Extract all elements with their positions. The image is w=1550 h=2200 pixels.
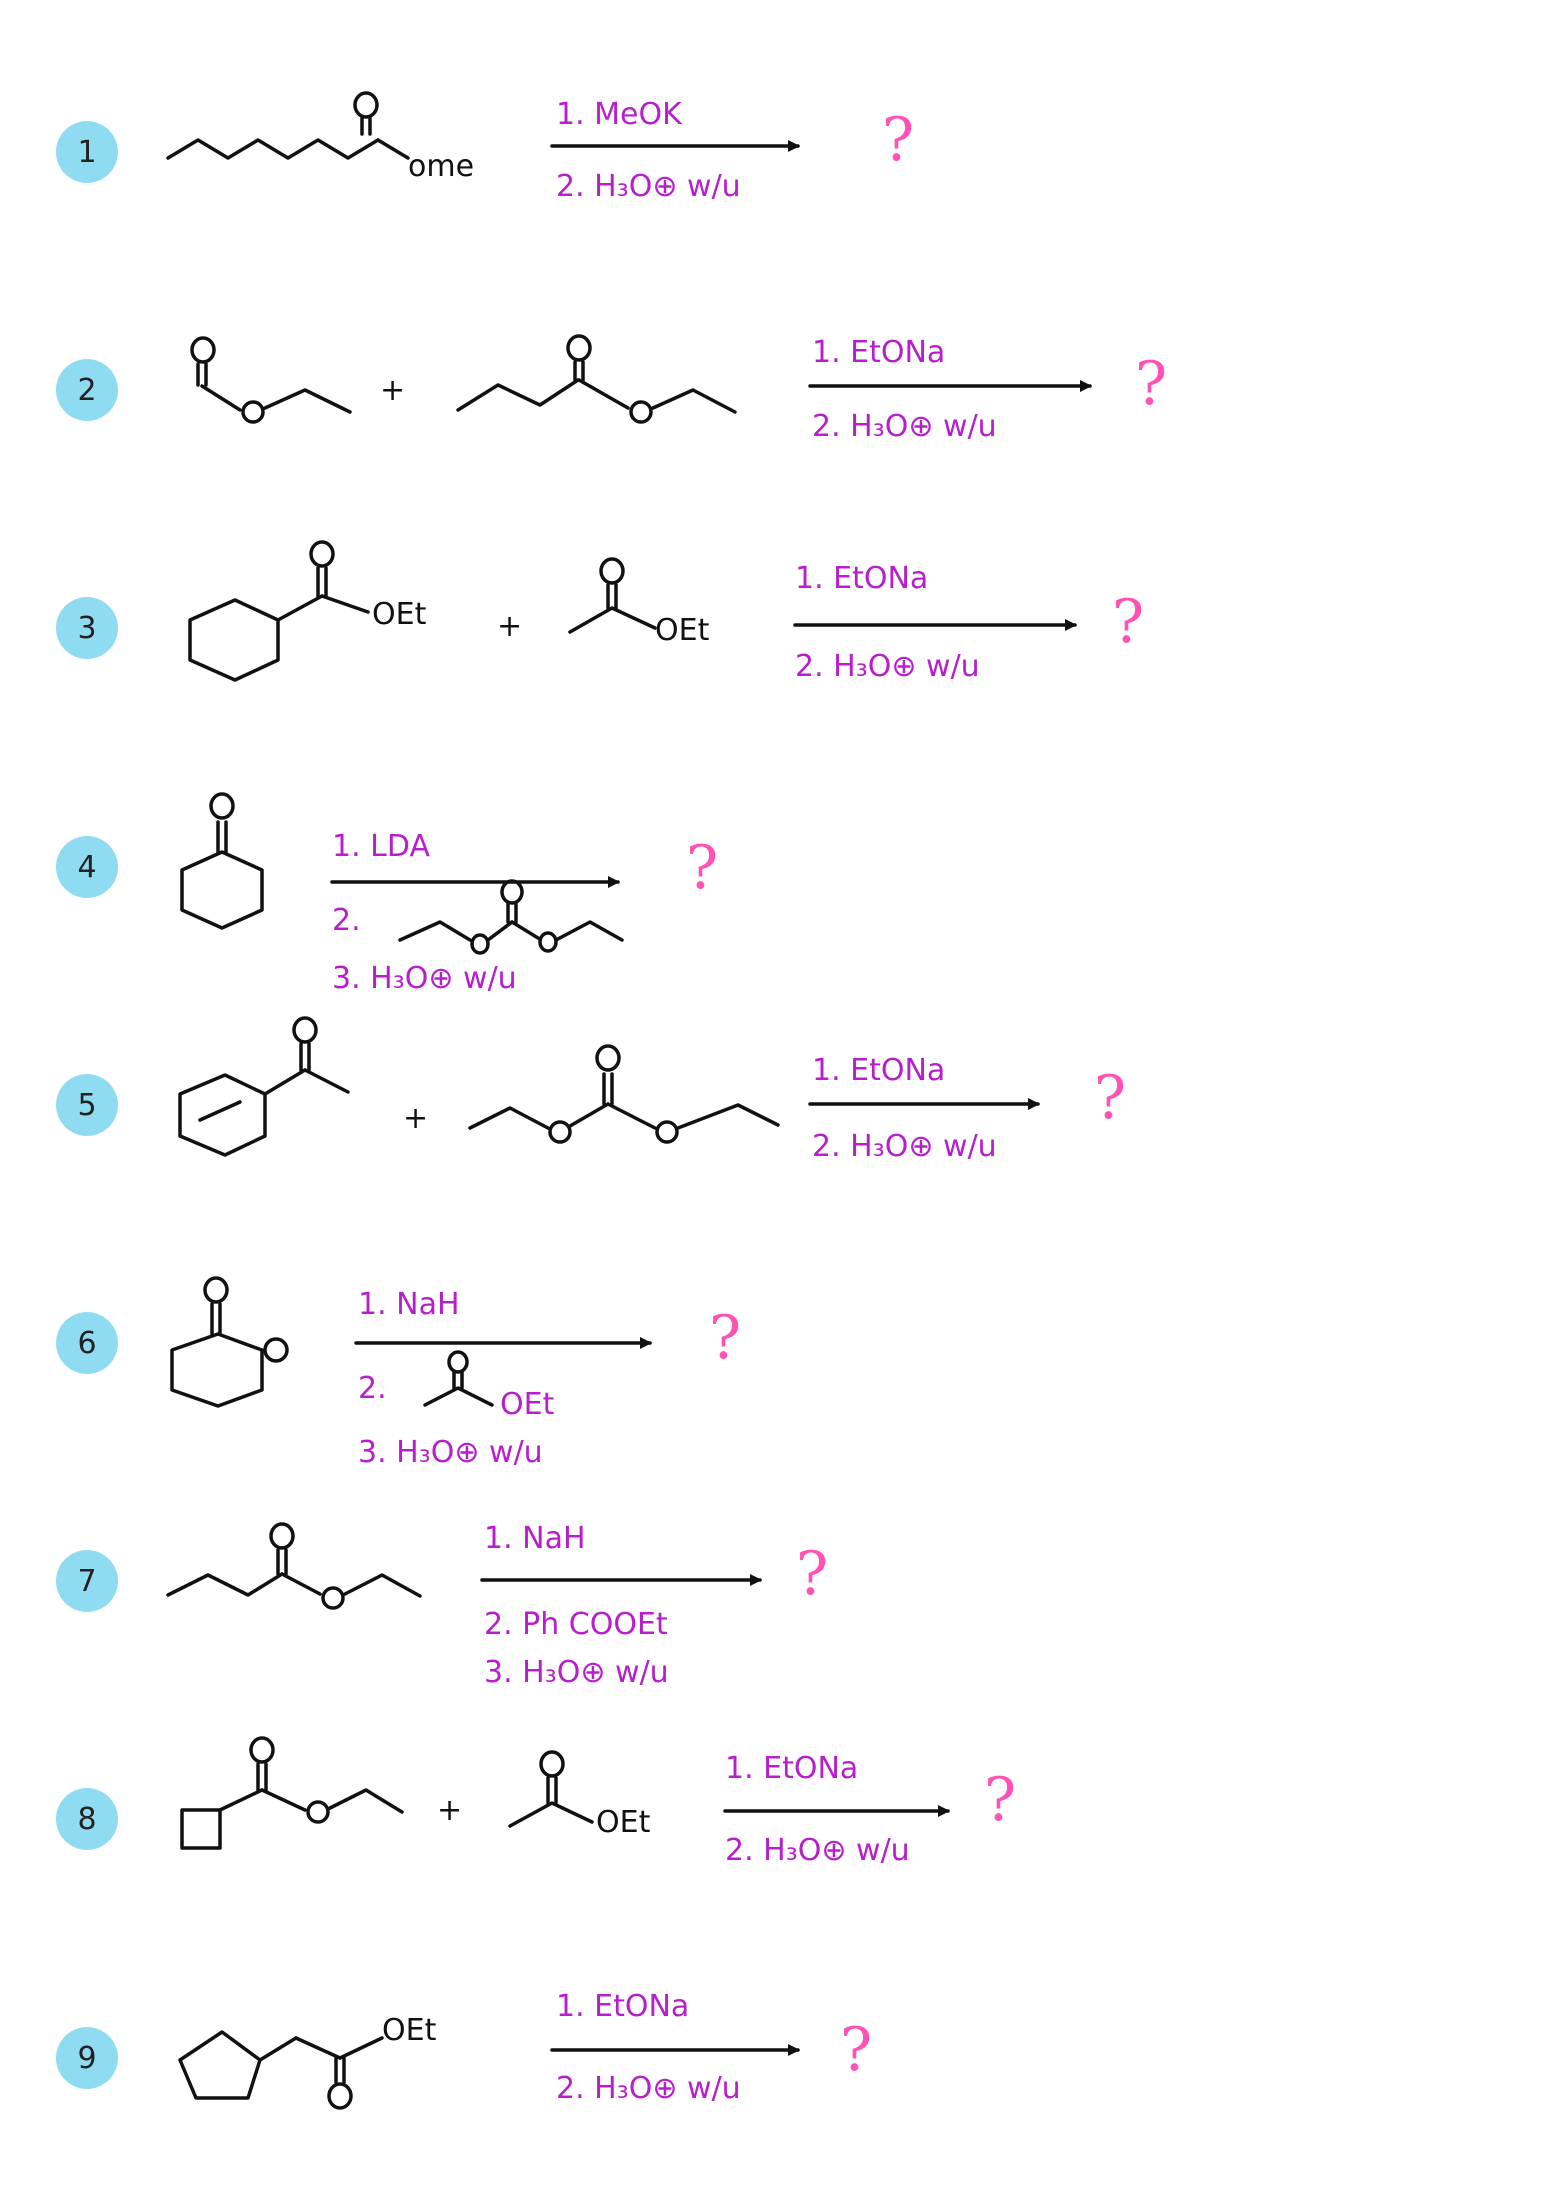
problem-badge-9: 9	[56, 2027, 118, 2089]
unknown-product-9: ?	[840, 2015, 872, 2085]
condition-7-step1: 1. NaH	[484, 1521, 586, 1556]
condition-5-step2: 2. H₃O⊕ w/u	[812, 1129, 997, 1164]
condition-4-step1: 1. LDA	[332, 829, 430, 864]
unknown-product-8: ?	[984, 1765, 1016, 1835]
structure-3-ethyl-acetate	[568, 557, 657, 634]
problem-badge-2: 2	[56, 359, 118, 421]
structure-8-cyclobutanecarboxylate	[180, 1736, 404, 1850]
condition-7-step2: 2. Ph COOEt	[484, 1607, 668, 1642]
problem-badge-6: 6	[56, 1312, 118, 1374]
condition-6-step2: 2.	[358, 1371, 387, 1406]
structure-5-acetophenone	[178, 1016, 350, 1157]
condition-2-step2: 2. H₃O⊕ w/u	[812, 409, 997, 444]
condition-1-step1: 1. MeOK	[556, 97, 683, 132]
problem-badge-1: 1	[56, 121, 118, 183]
condition-9-step1: 1. EtONa	[556, 1989, 689, 2024]
condition-4-step2: 2.	[332, 903, 361, 938]
unknown-product-3: ?	[1112, 587, 1144, 657]
unknown-product-6: ?	[709, 1303, 741, 1373]
structure-2-formate	[190, 336, 352, 424]
condition-8-step2: 2. H₃O⊕ w/u	[725, 1833, 910, 1868]
problem-badge-4: 4	[56, 836, 118, 898]
structure-6-ethyl-acetate	[423, 1350, 494, 1407]
unknown-product-2: ?	[1135, 349, 1167, 419]
condition-3-step1: 1. EtONa	[795, 561, 928, 596]
condition-4-step3: 3. H₃O⊕ w/u	[332, 961, 517, 996]
structure-3-cyclohexanecarboxylate	[188, 540, 370, 682]
condition-2-step1: 1. EtONa	[812, 335, 945, 370]
unknown-product-7: ?	[796, 1539, 828, 1609]
structure-1-ester	[166, 91, 410, 160]
structure-6-lactone	[170, 1276, 289, 1408]
atom-label-oet: OEt	[655, 613, 710, 648]
structure-4-diethyl-carbonate	[398, 879, 624, 955]
condition-8-step1: 1. EtONa	[725, 1751, 858, 1786]
problem-badge-3: 3	[56, 597, 118, 659]
structure-4-cyclohexanone	[180, 792, 264, 930]
plus-sign-8: +	[437, 1793, 462, 1828]
condition-7-step3: 3. H₃O⊕ w/u	[484, 1655, 669, 1690]
unknown-product-5: ?	[1094, 1063, 1126, 1133]
problem-badge-8: 8	[56, 1788, 118, 1850]
problem-badge-7: 7	[56, 1550, 118, 1612]
atom-label-ome: ome	[408, 149, 474, 184]
structure-9-cyclopentylacetate	[178, 2030, 384, 2110]
structure-5-diethyl-carbonate	[468, 1044, 780, 1144]
plus-sign-5: +	[403, 1101, 428, 1136]
structure-8-ethyl-acetate	[508, 1750, 594, 1828]
atom-label-oet: OEt	[382, 2013, 437, 2048]
condition-3-step2: 2. H₃O⊕ w/u	[795, 649, 980, 684]
problem-badge-5: 5	[56, 1074, 118, 1136]
condition-9-step2: 2. H₃O⊕ w/u	[556, 2071, 741, 2106]
plus-sign-3: +	[497, 609, 522, 644]
condition-5-step1: 1. EtONa	[812, 1053, 945, 1088]
condition-6-oet-label: OEt	[500, 1387, 555, 1422]
unknown-product-4: ?	[686, 833, 718, 903]
structure-2-butanoate	[456, 334, 737, 424]
atom-label-oet: OEt	[372, 597, 427, 632]
condition-1-step2: 2. H₃O⊕ w/u	[556, 169, 741, 204]
condition-6-step1: 1. NaH	[358, 1287, 460, 1322]
unknown-product-1: ?	[882, 105, 914, 175]
atom-label-oet: OEt	[596, 1805, 651, 1840]
condition-6-step3: 3. H₃O⊕ w/u	[358, 1435, 543, 1470]
plus-sign-2: +	[380, 373, 405, 408]
structure-7-ethyl-butanoate	[166, 1522, 422, 1610]
